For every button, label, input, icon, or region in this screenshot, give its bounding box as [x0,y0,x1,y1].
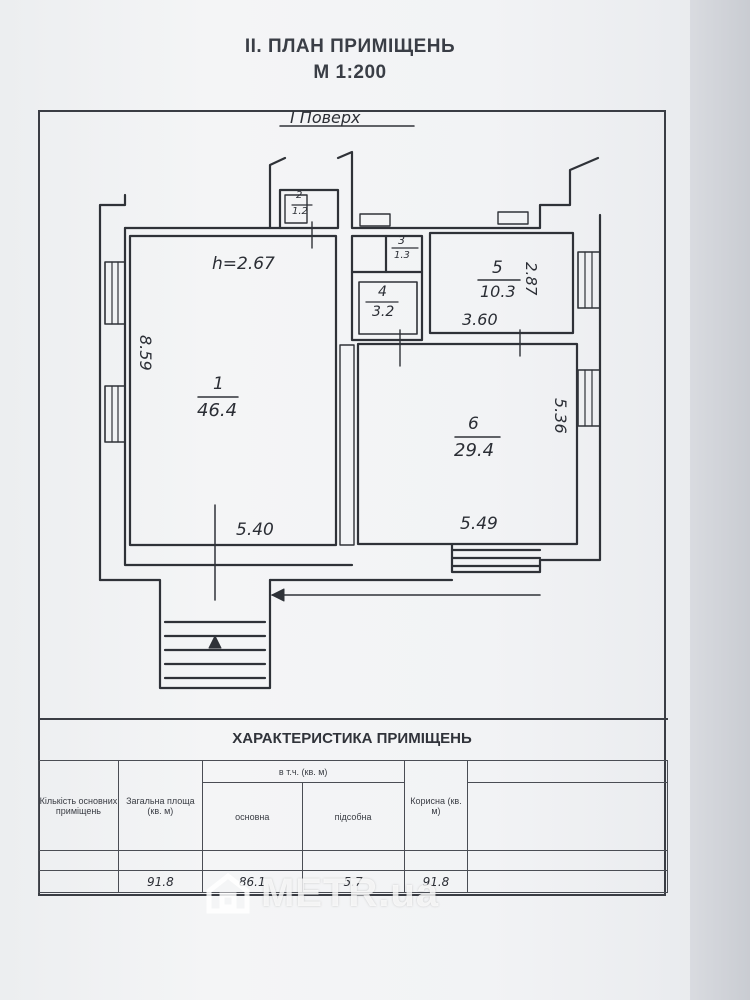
room-6-height: 5.36 [551,398,570,434]
watermark: METR.ua [205,868,439,918]
room-3-area: 1.3 [394,250,410,261]
value-total: 91.8 [117,870,203,893]
room-5-number: 5 [492,258,503,278]
header-useful: Корисна (кв. м) [403,760,469,851]
room-1-area: 46.4 [197,400,238,421]
room-5-area: 10.3 [480,282,516,301]
value-count [38,870,119,893]
room-5-height: 2.87 [522,262,540,296]
ceiling-height: h=2.67 [212,254,275,274]
blank-cell [467,850,668,871]
room-1-number: 1 [213,374,224,394]
room-3-number: 3 [398,234,405,247]
room-5-width: 3.60 [462,310,498,329]
background-edge [690,0,750,1000]
document-scale: М 1:200 [313,62,387,83]
header-empty-2 [467,782,668,851]
room-6-area: 29.4 [454,440,495,461]
header-auxiliary: підсобна [301,782,405,851]
header-total: Загальна площа (кв. м) [117,760,203,851]
floor-label: I Поверх [290,108,361,127]
value-useful: 91.8 [403,870,469,893]
blank-cell [117,850,203,871]
characteristics-heading: ХАРАКТЕРИСТИКА ПРИМІЩЕНЬ [232,730,472,747]
room-4-number: 4 [378,284,387,300]
room-1-width: 5.40 [236,520,274,540]
room-2-area: 1.2 [292,206,308,217]
blank-cell [467,870,668,893]
watermark-text: METR.ua [261,870,440,915]
document-title: II. ПЛАН ПРИМІЩЕНЬ [244,36,456,57]
room-6-number: 6 [468,414,479,434]
header-including: в т.ч. (кв. м) [201,760,405,783]
floor-plan-drawing [98,125,602,690]
house-logo-icon [206,872,250,914]
room-2-number: 2 [296,190,303,201]
characteristics-table: Кількість основних приміщень Загальна пл… [38,760,668,893]
blank-cell [38,850,119,871]
room-1-height: 8.59 [136,335,155,371]
plan-frame [38,110,666,896]
value-auxiliary: 5.7 [301,870,405,893]
header-count: Кількість основних приміщень [38,760,119,851]
characteristics-divider [38,718,668,720]
header-empty [467,760,668,783]
header-main: основна [201,782,303,851]
room-6-width: 5.49 [460,514,498,534]
room-4-area: 3.2 [372,304,395,320]
